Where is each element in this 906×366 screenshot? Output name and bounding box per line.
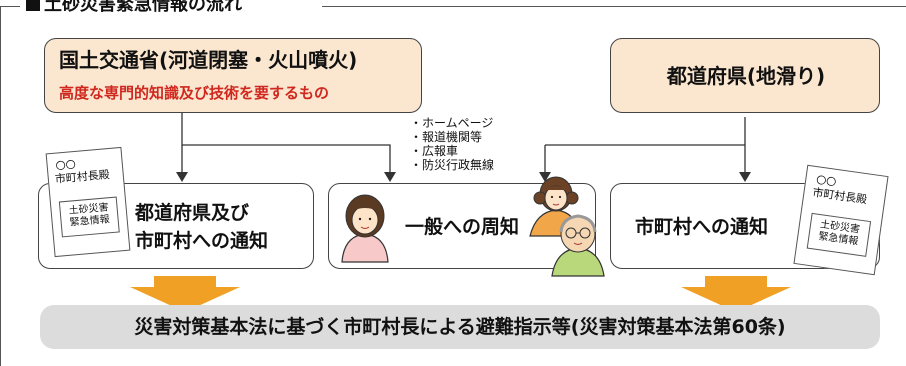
prefecture-title: 都道府県(地滑り) [666,64,826,88]
frame-left [0,6,2,366]
section-title: 土砂災害緊急情報の流れ [22,0,250,16]
evacuation-order-bar: 災害対策基本法に基づく市町村長による避難指示等(災害対策基本法第60条) [40,305,880,349]
woman-icon [341,194,389,263]
box-middle-label: 一般への周知 [405,216,520,238]
box-left-line1: 都道府県及び [135,202,250,224]
media-item-radio: ・防災行政無線 [410,158,495,172]
elderly-man-icon [551,214,605,277]
media-item-pr-car: ・広報車 [410,144,459,158]
box-left-line2: 市町村への通知 [135,230,269,252]
media-list: ・ホームページ ・報道機関等 ・広報車 ・防災行政無線 [410,116,494,172]
orange-arrow-left [130,276,240,312]
mlit-title: 国土交通省(河道閉塞・火山噴火) [59,48,358,72]
square-bullet-icon [26,0,40,11]
frame-top-right [322,6,906,8]
prefecture-box: 都道府県(地滑り) [610,38,880,113]
mlit-subtitle: 高度な専門的知識及び技術を要するもの [59,84,330,102]
box-right-label: 市町村への通知 [635,216,769,238]
mlit-box: 国土交通省(河道閉塞・火山噴火) 高度な専門的知識及び技術を要するもの [44,38,422,113]
bottom-bar-text: 災害対策基本法に基づく市町村長による避難指示等(災害対策基本法第60条) [134,316,786,338]
media-item-homepage: ・ホームページ [410,116,494,130]
media-item-press: ・報道機関等 [410,130,483,144]
frame-top-left [0,6,20,8]
orange-arrow-right [681,276,791,312]
